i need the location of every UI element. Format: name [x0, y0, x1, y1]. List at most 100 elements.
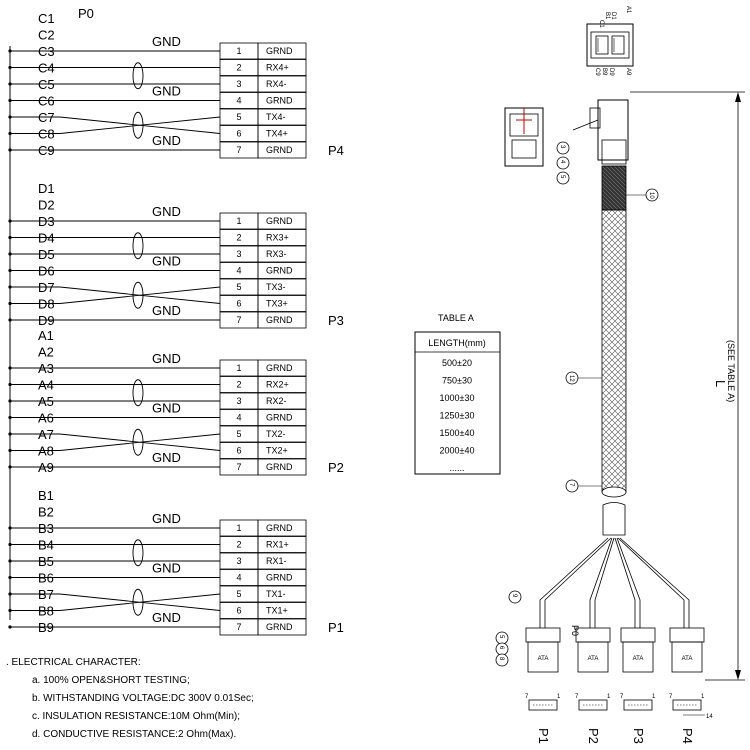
- pin-label-c5: C5: [38, 77, 55, 92]
- gnd-label: GND: [152, 303, 181, 318]
- conn-signal-tx1p: TX1+: [266, 606, 288, 616]
- pin-label-a2: A2: [38, 345, 54, 360]
- gnd-label: GND: [152, 401, 181, 416]
- gnd-label: GND: [152, 450, 181, 465]
- conn-signal-grnd: GRND: [266, 413, 293, 423]
- gnd-label: GND: [152, 84, 181, 99]
- note-item-c: c. INSULATION RESISTANCE:10M Ohm(Min);: [32, 711, 240, 722]
- conn-signal-rx1p: RX1+: [266, 540, 289, 550]
- note-item-d: d. CONDUCTIVE RESISTANCE:2 Ohm(Max).: [32, 729, 237, 740]
- table-a-title: TABLE A: [438, 313, 474, 323]
- conn-signal-grnd: GRND: [266, 145, 293, 155]
- p0-pin-c9: C9: [594, 68, 600, 76]
- pin-label-d1: D1: [38, 181, 55, 196]
- conn-signal-grnd: GRND: [266, 96, 293, 106]
- conn-signal-rx2p: RX2-: [266, 396, 287, 406]
- conn-pin-number: 6: [236, 446, 241, 456]
- conn-signal-rx4p: RX4+: [266, 63, 289, 73]
- conn-signal-grnd: GRND: [266, 573, 293, 583]
- pin-label-d9: D9: [38, 313, 55, 328]
- conn-pin-number: 3: [236, 79, 241, 89]
- callout-9: 9: [511, 594, 517, 598]
- conn-pin-number: 3: [236, 556, 241, 566]
- conn-pin-number: 5: [236, 589, 241, 599]
- conn-pin-number: 1: [236, 523, 241, 533]
- connector-label-p4: P4: [328, 143, 344, 158]
- pin-label-b1: B1: [38, 488, 54, 503]
- p0-pin-b9: B9: [601, 68, 607, 76]
- p0-pin-a9: A9: [625, 68, 631, 76]
- end-mark: 1: [701, 694, 705, 700]
- conn-pin-number: 7: [236, 315, 241, 325]
- pin-label-a4: A4: [38, 378, 54, 393]
- callout-5: 5: [498, 635, 504, 639]
- pin-label-d6: D6: [38, 264, 55, 279]
- pin-label-b3: B3: [38, 521, 54, 536]
- table-a-row: 1000±30: [440, 393, 475, 403]
- conn-signal-grnd: GRND: [266, 622, 293, 632]
- pin-label-c8: C8: [38, 127, 55, 142]
- conn-signal-grnd: GRND: [266, 315, 293, 325]
- table-a-row: 500±20: [442, 358, 472, 368]
- p0-title: P0: [78, 6, 94, 21]
- conn-signal-tx3p: TX3-: [266, 282, 286, 292]
- conn-signal-rx2p: RX2+: [266, 380, 289, 390]
- conn-pin-number: 2: [236, 233, 241, 243]
- cable-assembly: [504, 99, 690, 628]
- p0-connector-face: C1 B1 D1 A1 C9 B9 D9 A9 P0: [570, 6, 634, 636]
- length-dimension: L (SEE TABLE A): [630, 91, 745, 681]
- pin-label-b4: B4: [38, 538, 54, 553]
- conn-pin-number: 7: [236, 622, 241, 632]
- pin-label-d3: D3: [38, 214, 55, 229]
- conn-pin-number: 2: [236, 380, 241, 390]
- end-mark: 1: [607, 694, 611, 700]
- pin-label-a3: A3: [38, 361, 54, 376]
- pin-label-d4: D4: [38, 231, 55, 246]
- note-item-b: b. WITHSTANDING VOLTAGE:DC 300V 0.01Sec;: [32, 693, 254, 704]
- pin-label-b7: B7: [38, 587, 54, 602]
- callout-4: 4: [559, 160, 565, 164]
- pin-label-c9: C9: [38, 143, 55, 158]
- conn-signal-tx1p: TX1-: [266, 589, 286, 599]
- pin-label-c6: C6: [38, 94, 55, 109]
- gnd-label: GND: [152, 34, 181, 49]
- end-mark: 7: [669, 694, 673, 700]
- conn-pin-number: 6: [236, 299, 241, 309]
- table-a-row: 750±30: [442, 376, 472, 386]
- pin-label-c4: C4: [38, 61, 55, 76]
- ata-label: ATA: [633, 656, 644, 662]
- pin-label-c3: C3: [38, 44, 55, 59]
- conn-pin-number: 5: [236, 429, 241, 439]
- callout-8: 8: [498, 657, 504, 661]
- conn-signal-grnd: GRND: [266, 363, 293, 373]
- p0-pin-a1: A1: [625, 6, 631, 14]
- pin-label-c2: C2: [38, 28, 55, 43]
- conn-signal-tx2p: TX2+: [266, 446, 288, 456]
- callout-12: 12: [568, 375, 574, 382]
- end-mark: 7: [575, 694, 579, 700]
- conn-pin-number: 3: [236, 396, 241, 406]
- end-connector-p3: P3: [631, 728, 646, 744]
- callout-5: 5: [559, 175, 565, 179]
- conn-pin-number: 1: [236, 363, 241, 373]
- end-connector-p2: P2: [586, 728, 601, 744]
- conn-pin-number: 5: [236, 112, 241, 122]
- conn-signal-grnd: GRND: [266, 46, 293, 56]
- conn-pin-number: 7: [236, 145, 241, 155]
- end-mark: 7: [620, 694, 624, 700]
- pin-label-b2: B2: [38, 505, 54, 520]
- ata-label: ATA: [588, 656, 599, 662]
- end-connector-p1: P1: [536, 728, 551, 744]
- gnd-label: GND: [152, 561, 181, 576]
- table-a-header: LENGTH(mm): [428, 338, 486, 348]
- notes-heading: . ELECTRICAL CHARACTER:: [6, 657, 141, 668]
- ata-label: ATA: [538, 656, 549, 662]
- electrical-notes: . ELECTRICAL CHARACTER: a. 100% OPEN&SHO…: [6, 654, 254, 744]
- end-mark: 7: [525, 694, 529, 700]
- conn-signal-rx3p: RX3+: [266, 233, 289, 243]
- p0-pin-b1: B1: [604, 12, 610, 20]
- pin-label-a5: A5: [38, 394, 54, 409]
- conn-pin-number: 6: [236, 129, 241, 139]
